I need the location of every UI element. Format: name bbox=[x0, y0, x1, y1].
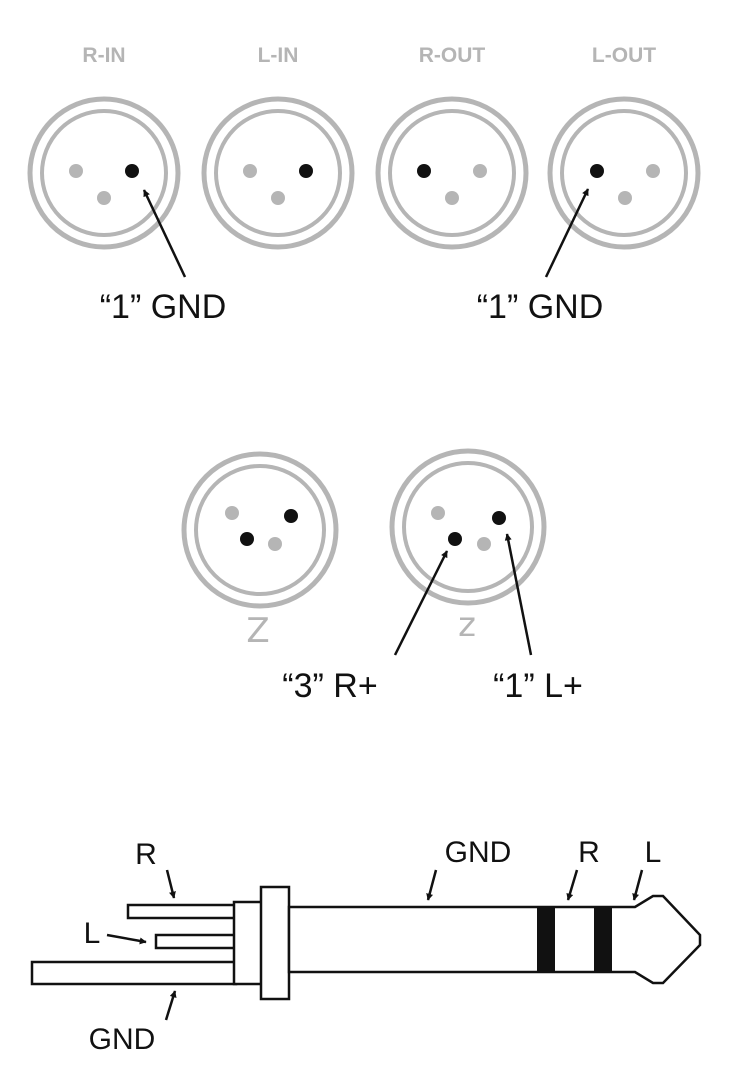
xlr-connector-r-out bbox=[375, 96, 529, 250]
pin-1-l-plus bbox=[492, 511, 506, 525]
header-r-out: R-OUT bbox=[419, 44, 486, 67]
pin-1-gnd bbox=[299, 164, 313, 178]
callout-label-r-plus: “3” R+ bbox=[282, 667, 377, 705]
arrow-wire-r bbox=[165, 869, 176, 899]
pin bbox=[268, 537, 282, 551]
connector-outer-ring bbox=[375, 96, 529, 250]
plug-body bbox=[232, 900, 266, 986]
xlr-connector-l-in bbox=[201, 96, 355, 250]
arrow-wire-gnd bbox=[164, 990, 177, 1021]
pin bbox=[477, 537, 491, 551]
trs-plug bbox=[30, 885, 702, 1001]
xlr-connector-l-out bbox=[547, 96, 701, 250]
label-wire-l: L bbox=[84, 917, 101, 950]
pin bbox=[225, 506, 239, 520]
callout-arrow-l-plus bbox=[504, 533, 533, 656]
callout-arrow-l-out-gnd bbox=[544, 188, 590, 278]
arrow-tip-l bbox=[632, 869, 644, 901]
header-r-in: R-IN bbox=[82, 44, 125, 67]
connector-outer-ring bbox=[27, 96, 181, 250]
plug-collar bbox=[259, 885, 291, 1001]
arrow-ring-r bbox=[566, 869, 579, 901]
connector-outer-ring bbox=[181, 451, 339, 609]
callout-arrow-r-plus bbox=[393, 550, 449, 656]
insulator-band-1 bbox=[537, 907, 555, 972]
pin bbox=[646, 164, 660, 178]
plug-shaft bbox=[287, 894, 702, 985]
header-l-out: L-OUT bbox=[592, 44, 656, 67]
orientation-mark-right: z bbox=[458, 605, 476, 645]
arrow-sleeve-gnd bbox=[426, 869, 438, 901]
callout-label-gnd-right: “1” GND bbox=[477, 288, 604, 326]
connector-inner-ring bbox=[40, 109, 168, 237]
pin bbox=[97, 191, 111, 205]
wire-tab-l bbox=[154, 933, 238, 950]
label-wire-r: R bbox=[135, 838, 157, 871]
pin bbox=[243, 164, 257, 178]
pin bbox=[473, 164, 487, 178]
wire-tab-r bbox=[126, 903, 238, 920]
connector-outer-ring bbox=[547, 96, 701, 250]
insulator-band-2 bbox=[594, 907, 612, 972]
arrow-wire-l bbox=[106, 933, 147, 945]
pin-1-gnd bbox=[417, 164, 431, 178]
header-l-in: L-IN bbox=[258, 44, 299, 67]
callout-arrow-r-in-gnd bbox=[142, 189, 187, 278]
pin bbox=[271, 191, 285, 205]
wire-tab-gnd bbox=[30, 960, 238, 986]
orientation-mark-left: Z bbox=[246, 611, 269, 651]
connector-inner-ring bbox=[402, 461, 534, 593]
connector-inner-ring bbox=[560, 109, 688, 237]
label-ring-r: R bbox=[578, 836, 600, 869]
connector-outer-ring bbox=[389, 448, 547, 606]
xlr-connector-r-in bbox=[27, 96, 181, 250]
pin-1-gnd bbox=[125, 164, 139, 178]
label-sleeve-gnd: GND bbox=[445, 836, 512, 869]
pin bbox=[284, 509, 298, 523]
pin bbox=[445, 191, 459, 205]
pin bbox=[69, 164, 83, 178]
label-tip-l: L bbox=[645, 836, 662, 869]
pin bbox=[240, 532, 254, 546]
callout-label-l-plus: “1” L+ bbox=[493, 667, 583, 705]
connector-inner-ring bbox=[388, 109, 516, 237]
pin-3-r-plus bbox=[448, 532, 462, 546]
connector-inner-ring bbox=[214, 109, 342, 237]
mini-xlr-connector-right bbox=[389, 448, 547, 606]
mini-xlr-connector-left bbox=[181, 451, 339, 609]
pin bbox=[618, 191, 632, 205]
label-wire-gnd: GND bbox=[89, 1023, 156, 1056]
callout-label-gnd-left: “1” GND bbox=[100, 288, 227, 326]
pin bbox=[431, 506, 445, 520]
connector-outer-ring bbox=[201, 96, 355, 250]
pin-1-gnd bbox=[590, 164, 604, 178]
connector-inner-ring bbox=[194, 464, 326, 596]
